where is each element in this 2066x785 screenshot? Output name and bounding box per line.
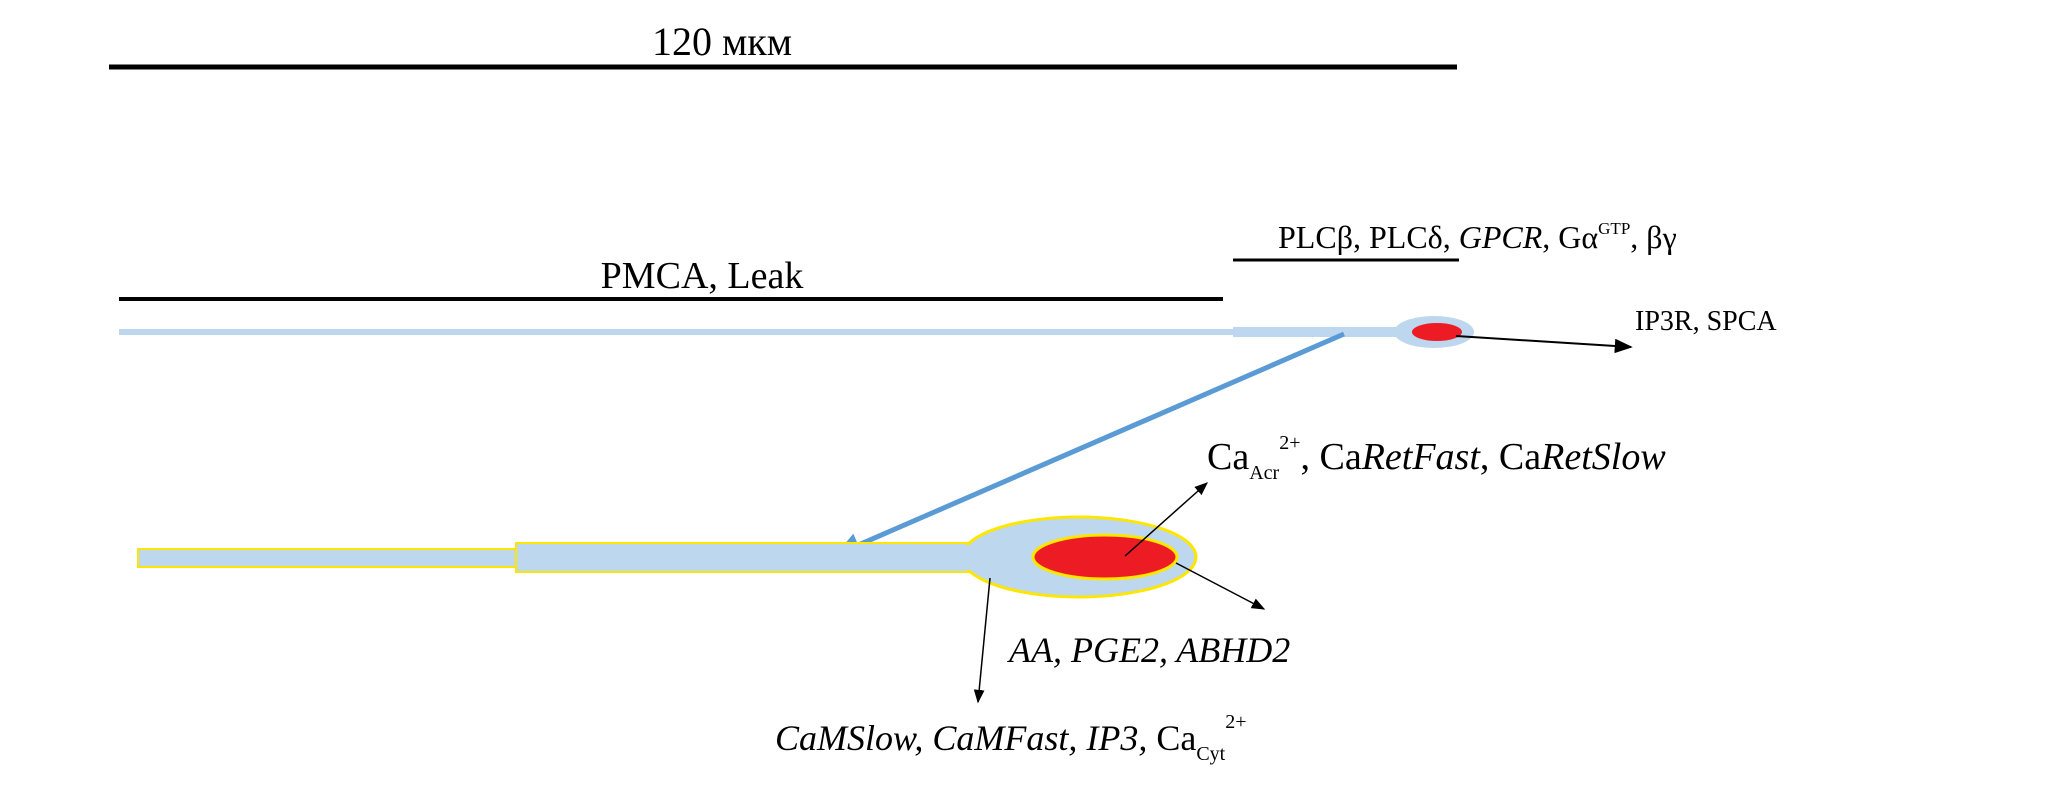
bottom-cell-flagellum [137, 548, 519, 568]
acrosome-calcium-label: CaAcr2+, CaRetFast, CaRetSlow [1207, 432, 1666, 484]
ip3r-spca-label: IP3R, SPCA [1635, 306, 1777, 337]
lipid-label: AA, PGE2, ABHD2 [1007, 630, 1290, 670]
acr-arrow [1124, 482, 1209, 557]
lipid-arrow [1175, 562, 1266, 610]
ip3r-arrow [1455, 335, 1633, 354]
top-cell-flagellum [119, 329, 1234, 335]
bottom-cell-midpiece [515, 542, 987, 573]
top-cell-acrosome [1412, 323, 1462, 341]
cytoplasm-label: CaMSlow, CaMFast, IP3, CaCyt2+ [775, 711, 1247, 765]
head-join-fill [950, 545, 980, 570]
zoom-arrow [835, 331, 1345, 557]
cyt-arrow [973, 577, 991, 704]
plc-label: PLCβ, PLCδ, GPCR, GαGTP, βγ [1278, 219, 1677, 255]
top-cell-midpiece [1233, 327, 1403, 337]
scale-bar-label: 120 мкм [652, 19, 792, 64]
pmca-leak-label: PMCA, Leak [601, 255, 804, 297]
bottom-cell-acrosome [1031, 533, 1179, 581]
